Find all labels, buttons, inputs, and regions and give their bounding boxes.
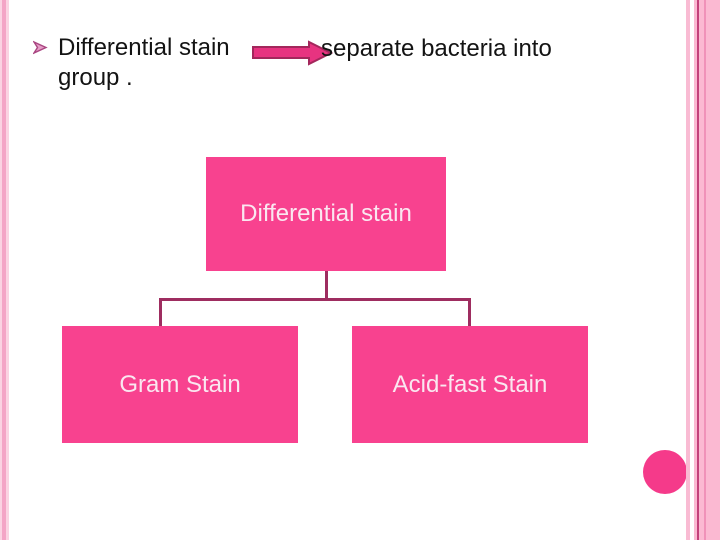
bullet-text: Differential stain group . [58,34,230,91]
arrowhead-bullet-icon [32,40,48,60]
block-arrow-icon [252,40,334,71]
connector-left-drop [159,298,162,327]
decorative-circle [643,450,687,494]
connector-right-drop [468,298,471,327]
root-node: Differential stain [206,157,446,271]
right-border-stripe-thin [686,0,690,540]
connector-horizontal [159,298,471,301]
right-border-stripe-band [694,0,720,540]
left-border-stripe [0,0,9,540]
child-node-gram-stain: Gram Stain [62,326,298,443]
bullet-item: Differential stain group . [32,33,273,93]
child-node-acid-fast-stain: Acid-fast Stain [352,326,588,443]
arrow-target-text: separate bacteria into [321,35,552,62]
connector-root-drop [324,271,328,299]
